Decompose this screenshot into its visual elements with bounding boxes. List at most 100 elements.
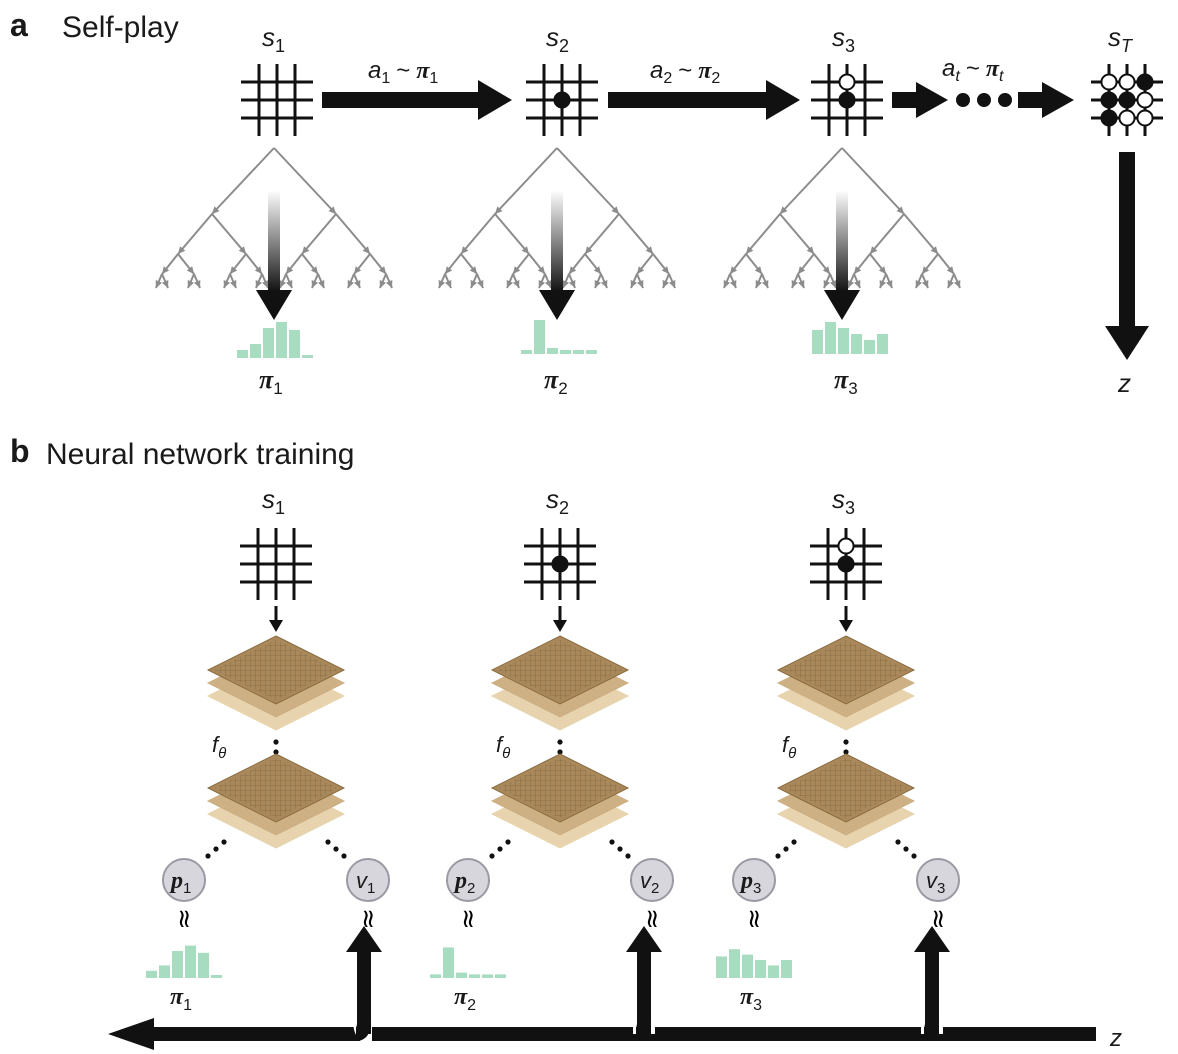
tree-arrowhead [476, 280, 484, 288]
tree-arrowhead [310, 266, 318, 274]
tree-arrowhead [847, 280, 855, 288]
connector-dot [333, 846, 339, 852]
policy-bar [768, 965, 779, 978]
white-stone [1118, 73, 1136, 91]
state-label: s3 [832, 484, 855, 518]
connector-dot [617, 846, 623, 852]
black-stone [837, 555, 855, 573]
connector-dot [625, 853, 631, 859]
network-stack-bottom [776, 753, 916, 849]
state-label: s2 [546, 484, 569, 518]
tree-edge [841, 147, 905, 215]
tree-arrowhead [512, 280, 520, 288]
policy-bar [443, 947, 454, 978]
input-arrowhead [269, 620, 283, 632]
policy-label-pi1: π1 [259, 365, 283, 398]
state-label-s2: s2 [546, 22, 569, 56]
connector-dot [609, 839, 615, 845]
tree-arrowhead [791, 280, 799, 288]
go-board-s2 [526, 64, 598, 136]
tree-arrowhead [761, 280, 769, 288]
policy-bar [586, 350, 597, 354]
network-function-label: fθ [496, 732, 510, 762]
black-stone [551, 555, 569, 573]
tree-arrowhead [568, 280, 576, 288]
tree-arrowhead [223, 280, 231, 288]
tree-edge [745, 213, 781, 255]
action-arrow-2 [608, 80, 800, 120]
tree-arrowhead [797, 280, 805, 288]
policy-bar [838, 328, 849, 354]
policy-bar [851, 334, 862, 354]
search-probability-arrow-3 [824, 190, 860, 320]
connector-dot [341, 853, 347, 859]
connector-dot [273, 749, 279, 755]
policy-bar [755, 960, 766, 978]
policy-bar [237, 350, 248, 358]
policy-bar [430, 974, 441, 978]
policy-output-label: p3 [739, 868, 761, 897]
tree-arrowhead [513, 266, 521, 274]
input-arrowhead [839, 620, 853, 632]
tree-arrowhead [544, 280, 552, 288]
policy-bar [825, 322, 836, 354]
value-output-node [916, 858, 960, 902]
mcts-tree-1 [155, 147, 393, 289]
target-policy-label: π3 [740, 984, 762, 1014]
tree-edge [494, 213, 530, 255]
black-stone [1136, 73, 1154, 91]
policy-bar [159, 965, 170, 978]
panel-a: a Self-play s1 s2 s3 sT a [10, 7, 1163, 398]
policy-bar [521, 350, 532, 354]
tree-arrowhead [885, 280, 893, 288]
tree-arrowhead [594, 280, 602, 288]
tree-edge [301, 213, 337, 255]
tree-arrowhead [953, 280, 961, 288]
tree-arrowhead [853, 280, 861, 288]
tree-arrowhead [755, 280, 763, 288]
tree-arrowhead [362, 246, 370, 254]
policy-bar [172, 951, 183, 978]
network-layer-grid [214, 640, 338, 700]
policy-bar [781, 960, 792, 978]
network-layer-grid [498, 640, 622, 700]
tree-arrowhead [645, 246, 653, 254]
connector-dot [221, 839, 227, 845]
connector-dot [903, 846, 909, 852]
tree-arrowhead [444, 280, 452, 288]
tree-arrowhead [668, 280, 676, 288]
tree-arrowhead [186, 266, 194, 274]
outcome-label-z-bottom: z [1109, 1025, 1122, 1052]
go-board [810, 528, 882, 600]
policy-bar [573, 350, 584, 354]
tree-arrowhead [328, 206, 336, 214]
tree-arrowhead [178, 246, 186, 254]
search-probability-arrow-2 [539, 190, 575, 320]
connector-dot [205, 853, 211, 859]
tree-arrowhead [255, 280, 263, 288]
tree-arrowhead [311, 280, 319, 288]
tree-arrowhead [870, 246, 878, 254]
tree-arrowhead [636, 280, 644, 288]
tree-arrowhead [285, 280, 293, 288]
tree-arrowhead [506, 280, 514, 288]
network-stack-bottom [206, 753, 346, 849]
tree-arrowhead [879, 280, 887, 288]
tree-edge [494, 147, 558, 215]
value-output-label: v2 [640, 868, 659, 897]
tree-arrowhead [354, 266, 362, 274]
tree-edge [779, 213, 815, 255]
tree-arrowhead [754, 266, 762, 274]
tree-arrowhead [930, 246, 938, 254]
target-policy-histogram [430, 947, 506, 978]
policy-bar [812, 330, 823, 354]
approx-sign: ≈ [923, 908, 953, 930]
tree-edge [460, 213, 496, 255]
ellipsis-dot [977, 93, 991, 107]
connector-dot [775, 853, 781, 859]
policy-bar [482, 974, 493, 978]
policy-bar [185, 945, 196, 978]
approx-sign: ≈ [353, 908, 383, 930]
black-stone [553, 91, 571, 109]
